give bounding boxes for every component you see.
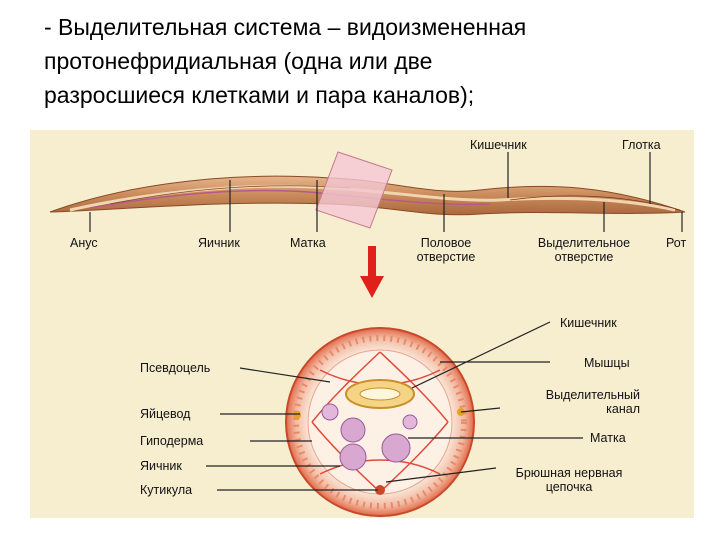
label-excretory-canal-line-1: Выделительный: [545, 388, 640, 402]
label-ovary-top: Яичник: [198, 236, 240, 250]
label-genital-pore-line-1: Половое: [420, 236, 472, 250]
worm-leader-lines: [89, 152, 683, 232]
label-excretory-canal: Выделительный канал: [502, 388, 640, 416]
label-intestine-top: Кишечник: [470, 138, 527, 152]
label-hypodermis: Гиподерма: [140, 434, 204, 448]
worm-body: [49, 151, 686, 229]
heading-line-1: - Выделительная система – видоизмененная: [44, 14, 527, 40]
section-leader-lines: [206, 321, 583, 491]
down-arrow-icon: [360, 246, 384, 298]
label-ovary-section: Яичник: [140, 459, 182, 473]
slide-heading: - Выделительная система – видоизмененная…: [44, 10, 684, 112]
label-oviduct: Яйцевод: [140, 407, 191, 421]
label-excretory-pore-line-2: отверстие: [554, 250, 614, 264]
label-genital-pore: Половое отверстие: [404, 236, 488, 264]
label-pseudocoel: Псевдоцель: [140, 361, 211, 375]
label-nerve-cord: Брюшная нервная цепочка: [494, 466, 644, 494]
label-cuticle: Кутикула: [140, 483, 193, 497]
label-muscles: Мышцы: [584, 356, 630, 370]
label-pharynx: Глотка: [622, 138, 661, 152]
nematode-figure: Кишечник Глотка Анус Яичник Матка Полово…: [30, 130, 694, 518]
label-nerve-cord-line-1: Брюшная нервная: [515, 466, 623, 480]
label-intestine-section: Кишечник: [560, 316, 617, 330]
label-uterus-top: Матка: [290, 236, 326, 250]
label-excretory-pore: Выделительное отверстие: [524, 236, 644, 264]
label-excretory-canal-line-2: канал: [606, 402, 640, 416]
label-excretory-pore-line-1: Выделительное: [537, 236, 631, 250]
label-mouth: Рот: [666, 236, 687, 250]
heading-line-2: протонефридиальная (одна или две: [44, 48, 433, 74]
label-nerve-cord-line-2: цепочка: [545, 480, 593, 494]
heading-line-3: разросшиеся клетками и пара каналов);: [44, 82, 475, 108]
cross-section: [285, 327, 475, 517]
label-genital-pore-line-2: отверстие: [416, 250, 476, 264]
label-uterus-section: Матка: [590, 431, 626, 445]
label-anus: Анус: [70, 236, 98, 250]
nematode-illustration: [49, 151, 686, 517]
